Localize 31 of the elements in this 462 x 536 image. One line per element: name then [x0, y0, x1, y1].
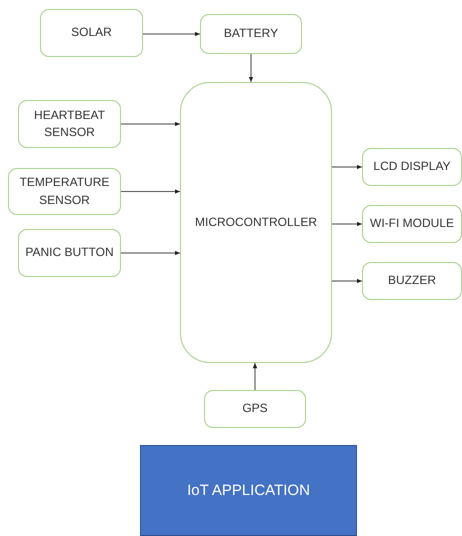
arrow [332, 222, 362, 226]
process-box [362, 205, 462, 243]
process-box [40, 9, 143, 57]
node-label: PANIC BUTTON [24, 244, 115, 262]
node-label: SOLAR [70, 24, 113, 42]
arrow [252, 362, 258, 390]
arrow [248, 54, 254, 82]
arrow [120, 189, 180, 194]
process-box [200, 14, 302, 54]
node-label: LCD DISPLAY [372, 158, 452, 176]
process-box [362, 262, 462, 300]
microcontroller-block [180, 82, 332, 363]
process-box [18, 229, 121, 277]
node-label: MICROCONTROLLER [194, 214, 318, 231]
node-label: TEMPERATURE SENSOR [18, 174, 110, 208]
application-block [140, 445, 357, 536]
arrow [332, 278, 362, 284]
arrow [120, 250, 180, 256]
process-box [8, 168, 121, 215]
node-label: GPS [241, 400, 269, 418]
node-label: BUZZER [387, 272, 437, 290]
process-box [362, 148, 462, 186]
arrow [332, 164, 362, 170]
process-box [204, 390, 306, 428]
process-box [18, 100, 121, 148]
node-label: HEARTBEAT SENSOR [33, 106, 106, 141]
node-label: WI-FI MODULE [369, 215, 455, 232]
node-label: BATTERY [222, 25, 280, 42]
arrow [142, 32, 200, 36]
node-label: IoT APPLICATION [186, 480, 311, 501]
arrow [120, 122, 180, 126]
